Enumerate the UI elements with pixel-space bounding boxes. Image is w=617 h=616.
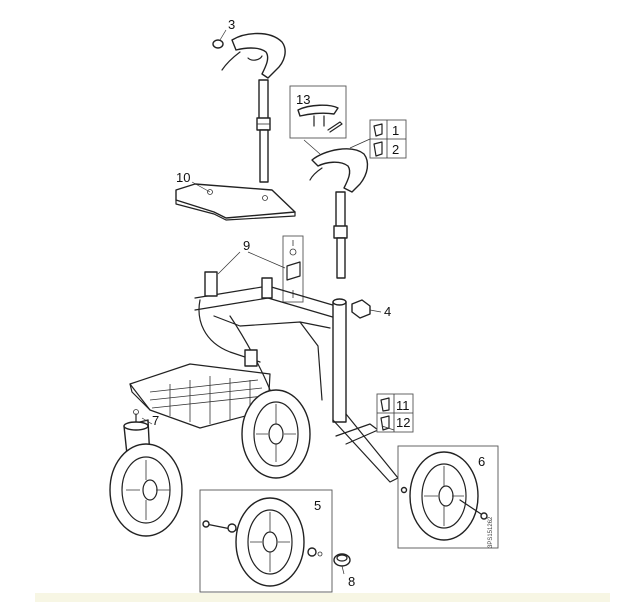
part-5-box [199, 489, 333, 593]
callout-4: 4 [384, 304, 391, 319]
callout-12: 12 [396, 415, 410, 430]
callout-9: 9 [243, 238, 250, 253]
walker-frame [129, 271, 337, 429]
callout-13: 13 [296, 92, 310, 107]
callout-2: 2 [392, 142, 399, 157]
seat-panel [175, 183, 296, 221]
left-handle-assembly [212, 32, 286, 183]
right-post [332, 298, 399, 483]
callout-6: 6 [478, 454, 485, 469]
hub-cap [333, 553, 351, 567]
part-9-box [282, 235, 304, 303]
callout-1: 1 [392, 123, 399, 138]
callout-labels: 3 13 1 2 10 9 4 11 12 7 6 5 8 [152, 17, 485, 589]
callout-3: 3 [228, 17, 235, 32]
right-handle-assembly [309, 148, 369, 279]
middle-wheel [241, 389, 311, 479]
part-11-12-box [376, 393, 414, 433]
callout-8: 8 [348, 574, 355, 589]
leader-lines [141, 29, 395, 575]
part-13-box [289, 85, 347, 139]
part-6-box [397, 445, 499, 549]
callout-10: 10 [176, 170, 190, 185]
callout-7: 7 [152, 413, 159, 428]
document-id: 3PS151262 [488, 516, 494, 548]
front-caster-wheel [109, 409, 183, 537]
bottom-bar [35, 593, 610, 602]
callout-5: 5 [314, 498, 321, 513]
callout-11: 11 [396, 398, 410, 413]
part-1-2-box [369, 119, 407, 159]
